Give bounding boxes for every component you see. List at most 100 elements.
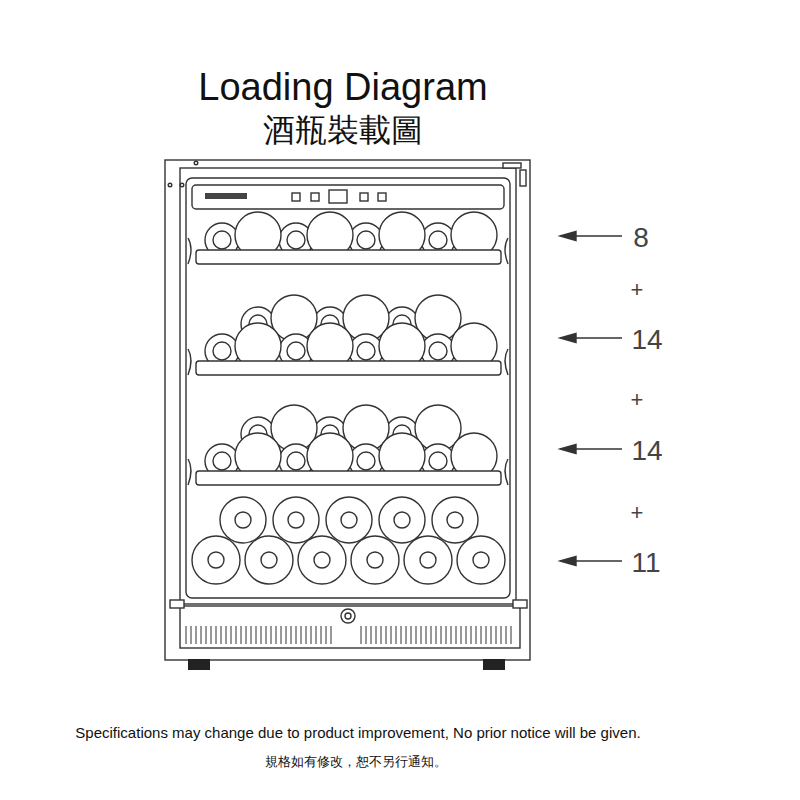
grille-slot — [396, 626, 397, 644]
bottle-base — [326, 497, 372, 543]
callout-number: 8 — [633, 222, 649, 254]
hinge — [503, 163, 521, 168]
grille-slot — [371, 626, 372, 644]
door-frame — [180, 168, 516, 604]
bottle-punt — [235, 512, 251, 528]
grille-slot — [281, 626, 282, 644]
shelf-bracket — [505, 349, 508, 375]
bottle-punt — [394, 512, 410, 528]
grille-slot — [316, 626, 317, 644]
grille-slot — [301, 626, 302, 644]
hinge-dot — [194, 161, 198, 165]
grille-slot — [456, 626, 457, 644]
grille-slot — [481, 626, 482, 644]
lock — [341, 609, 355, 623]
bottle — [192, 536, 240, 584]
bottle-base — [457, 536, 505, 584]
grille-slot — [256, 626, 257, 644]
grille-slot — [261, 626, 262, 644]
shelf-rail — [196, 361, 501, 375]
grille-slot — [501, 626, 502, 644]
bottle — [326, 497, 372, 543]
bottle-neck — [357, 452, 375, 470]
bottle-neck — [287, 452, 305, 470]
grille-slot — [221, 626, 222, 644]
leader-line — [572, 448, 622, 449]
hinge — [513, 600, 527, 608]
bottle-base — [432, 497, 478, 543]
vent-grille — [180, 606, 520, 648]
grille-slot — [226, 626, 227, 644]
bottle-base — [298, 536, 346, 584]
shelf — [188, 405, 508, 485]
leader-line — [572, 337, 622, 338]
bottle-neck — [213, 231, 231, 249]
grille-slot — [461, 626, 462, 644]
grille-slot — [286, 626, 287, 644]
bottle-punt — [208, 552, 224, 568]
hinge — [170, 600, 184, 608]
bottle — [457, 536, 505, 584]
grille-slot — [266, 626, 267, 644]
bottle-base — [192, 536, 240, 584]
brand-logo — [205, 193, 247, 199]
shelf — [188, 295, 508, 375]
footnote: 規格如有修改，恕不另行通知。 — [265, 755, 447, 770]
grille-slot — [186, 626, 187, 644]
leader-line — [572, 560, 622, 561]
hinge-dot — [180, 183, 184, 187]
bottle-base — [404, 536, 452, 584]
grille-slot — [271, 626, 272, 644]
grille-slot — [486, 626, 487, 644]
grille-slot — [451, 626, 452, 644]
grille-slot — [241, 626, 242, 644]
foot — [188, 659, 210, 670]
grille-slot — [291, 626, 292, 644]
control-button — [292, 193, 300, 201]
bottle — [351, 536, 399, 584]
grille-slot — [496, 626, 497, 644]
bottle-punt — [341, 512, 357, 528]
grille-slot — [196, 626, 197, 644]
grille-slot — [191, 626, 192, 644]
grille-slot — [401, 626, 402, 644]
bottle-punt — [447, 512, 463, 528]
control-button — [311, 193, 319, 201]
grille-slot — [246, 626, 247, 644]
bottle-punt — [288, 512, 304, 528]
grille-slot — [506, 626, 507, 644]
control-button — [360, 193, 368, 201]
grille-slot — [466, 626, 467, 644]
bottle — [298, 536, 346, 584]
grille-slot — [436, 626, 437, 644]
grille-slot — [276, 626, 277, 644]
callout-number: 14 — [631, 324, 662, 356]
grille-slot — [421, 626, 422, 644]
grille-slot — [406, 626, 407, 644]
bottle-base — [351, 536, 399, 584]
grille-slot — [431, 626, 432, 644]
foot — [483, 659, 505, 670]
grille-slot — [331, 626, 332, 644]
arrowhead — [560, 557, 576, 566]
hinge-dot — [168, 183, 172, 187]
hinge — [520, 170, 526, 186]
bottom-rack — [192, 497, 505, 584]
grille-slot — [321, 626, 322, 644]
bottle-neck — [429, 342, 447, 360]
bottle-neck — [213, 452, 231, 470]
grille-slot — [311, 626, 312, 644]
shelf-bracket — [188, 459, 191, 485]
grille-slot — [426, 626, 427, 644]
grille-slot — [511, 626, 512, 644]
arrowhead — [560, 232, 576, 241]
bottle-neck — [287, 342, 305, 360]
bottle — [404, 536, 452, 584]
bottle — [220, 497, 266, 543]
grille-slot — [216, 626, 217, 644]
grille-slot — [211, 626, 212, 644]
grille-slot — [366, 626, 367, 644]
grille-slot — [441, 626, 442, 644]
grille-slot — [296, 626, 297, 644]
